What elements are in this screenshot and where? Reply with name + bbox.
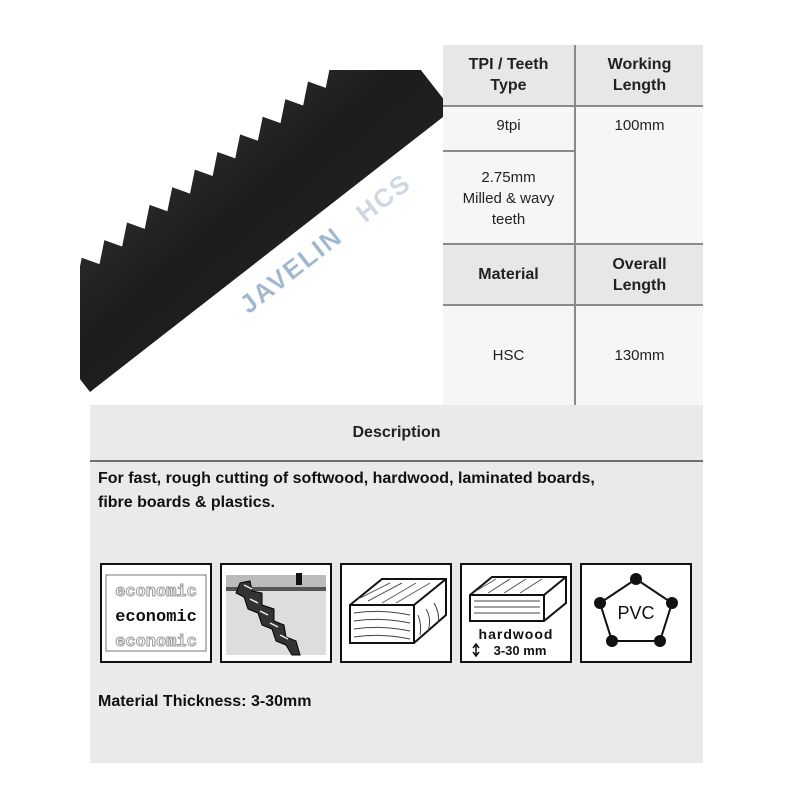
softwood-icon bbox=[340, 563, 452, 663]
hardwood-range: 3-30 mm bbox=[494, 643, 547, 658]
header-working-line2: Length bbox=[612, 77, 667, 94]
economic-text-top: economic bbox=[115, 583, 197, 602]
header-material: Material bbox=[443, 245, 574, 304]
hardwood-icon: hardwood 3-30 mm bbox=[460, 563, 572, 663]
teeth-line2: Milled & wavy bbox=[462, 189, 555, 207]
blade-body bbox=[80, 70, 450, 392]
value-working-length: 100mm bbox=[614, 117, 665, 134]
header-tpi-line2: Type bbox=[490, 77, 527, 94]
table-divider-row3 bbox=[443, 243, 703, 245]
table-divider-row4 bbox=[443, 304, 703, 306]
spec-table: TPI / Teeth Type Working Length 9tpi 100… bbox=[443, 45, 703, 405]
rough-cut-icon bbox=[220, 563, 332, 663]
thickness-arrow-icon bbox=[472, 642, 480, 658]
value-material: HSC bbox=[492, 347, 525, 364]
pvc-label: PVC bbox=[617, 603, 654, 623]
pvc-icon: PVC bbox=[580, 563, 692, 663]
description-header: Description bbox=[90, 405, 703, 462]
value-teeth-type: 2.75mm Milled & wavy teeth bbox=[443, 153, 574, 243]
material-thickness-text: Material Thickness: 3-30mm bbox=[98, 693, 312, 710]
economic-text-bottom: economic bbox=[115, 633, 197, 652]
header-overall-line1: Overall bbox=[612, 255, 667, 273]
description-line2: fibre boards & plastics. bbox=[98, 494, 275, 511]
teeth-line1: 2.75mm bbox=[481, 168, 536, 186]
jigsaw-blade-image: JAVELIN HCS bbox=[80, 70, 450, 392]
table-divider-row2 bbox=[443, 150, 574, 152]
teeth-line3: teeth bbox=[491, 210, 526, 228]
description-line1: For fast, rough cutting of softwood, har… bbox=[98, 470, 595, 487]
header-tpi-line1: TPI / Teeth bbox=[468, 56, 549, 73]
hardwood-label: hardwood bbox=[479, 626, 554, 642]
header-overall-line2: Length bbox=[612, 276, 667, 294]
header-working-length: Working Length bbox=[576, 45, 703, 105]
header-tpi-teeth-type: TPI / Teeth Type bbox=[443, 45, 574, 105]
header-overall-length: Overall Length bbox=[576, 245, 703, 304]
table-divider-row1 bbox=[443, 105, 703, 107]
description-text: For fast, rough cutting of softwood, har… bbox=[98, 467, 698, 515]
header-working-line1: Working bbox=[607, 56, 672, 73]
value-tpi: 9tpi bbox=[496, 117, 521, 134]
table-divider-vertical bbox=[574, 45, 576, 405]
value-overall-length: 130mm bbox=[614, 347, 665, 364]
economic-text-middle: economic bbox=[115, 608, 197, 627]
economic-icon: economic economic economic bbox=[100, 563, 212, 663]
